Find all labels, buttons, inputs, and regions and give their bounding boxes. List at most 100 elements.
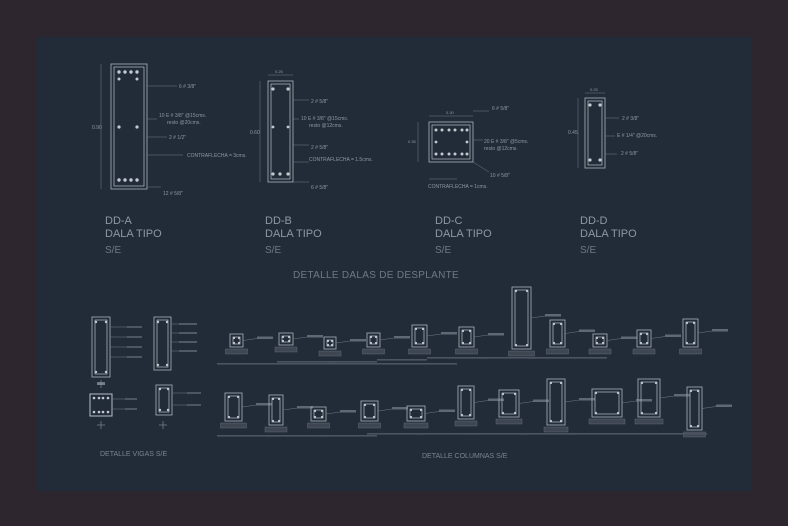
columnas-caption: DETALLE COLUMNAS S/E (422, 453, 508, 460)
vigas-caption: DETALLE VIGAS S/E (100, 451, 168, 458)
note-text (488, 333, 504, 336)
leader-line (606, 338, 622, 341)
rebar-dot (104, 370, 108, 374)
dala-scale: S/E (265, 245, 281, 256)
rebar-dot (92, 410, 96, 414)
grade-line (277, 361, 337, 363)
leader-line (472, 161, 490, 173)
footing (454, 420, 478, 427)
rebar-dot (374, 335, 378, 339)
dimension-text: 0.45 (568, 130, 578, 136)
rebar-dot (286, 87, 290, 91)
footing (455, 348, 478, 355)
rebar-dot (271, 125, 275, 129)
concrete-outline (428, 121, 474, 163)
rebar-dot (501, 411, 505, 415)
rebar-dot (158, 387, 162, 391)
rebar-dot (363, 403, 367, 407)
grade-line (367, 433, 427, 435)
rebar-dot (156, 363, 160, 367)
stirrup (587, 100, 603, 166)
rebar-dot (117, 70, 121, 74)
rebar-label: CONTRAFLECHA = 1cms. (428, 184, 488, 190)
rebar-label: 10 E # 3/8" @15cms. (301, 116, 348, 122)
rebar-dot (465, 140, 469, 144)
grade-line (567, 433, 627, 435)
leader-line (473, 334, 489, 338)
footing (274, 346, 298, 353)
detalle-columnas (217, 286, 732, 438)
rebar-dot (598, 103, 602, 107)
rebar-label: 2 # 5/8" (311, 99, 328, 105)
dimension-text: 0.35 (408, 139, 417, 144)
column-detail (508, 286, 561, 357)
rebar-dot (129, 70, 133, 74)
cad-drawing: 0.906 # 3/8"10 E # 3/8" @15cms.resto @20… (89, 63, 732, 460)
footing (225, 348, 248, 355)
dala-title-dd-d: DD-D DALA TIPO S/E (580, 215, 637, 256)
rebar-dot (165, 363, 169, 367)
rebar-dot (468, 413, 472, 417)
rebar-dot (166, 387, 170, 391)
grade-line (467, 433, 527, 435)
note-text (439, 409, 455, 412)
rebar-dot (227, 395, 231, 399)
rebar-dot (594, 411, 598, 415)
column-detail (543, 378, 595, 433)
rebar-dot (326, 343, 330, 347)
rebar-dot (135, 178, 139, 182)
footing (307, 422, 330, 429)
column-detail (403, 405, 455, 429)
stirrup (369, 335, 378, 345)
concrete-outline (267, 80, 294, 183)
leader-line (292, 336, 308, 340)
rebar-dot (595, 341, 599, 345)
concrete-outline (592, 333, 608, 348)
rebar-dot (135, 70, 139, 74)
footing (632, 348, 656, 355)
rebar-dot (640, 411, 644, 415)
rebar-dot (106, 396, 110, 400)
stirrup (409, 408, 423, 419)
leader-line (242, 338, 258, 341)
stirrup (594, 391, 620, 415)
column-detail (546, 319, 595, 355)
concrete-outline (549, 319, 566, 348)
dala-code: DD-C (435, 215, 463, 227)
dala-type: DALA TIPO (105, 228, 162, 240)
column-detail (588, 333, 637, 355)
dala-type: DALA TIPO (435, 228, 492, 240)
section-title: DETALLE DALAS DE DESPLANTE (293, 270, 459, 281)
rebar-dot (447, 152, 451, 156)
stirrup (270, 83, 291, 180)
column-detail (220, 392, 272, 429)
rebar-dot (237, 341, 241, 345)
leader-line (659, 395, 675, 399)
rebar-dot (465, 152, 469, 156)
rebar-dot (654, 381, 658, 385)
rebar-dot (135, 77, 139, 81)
stirrup (640, 381, 658, 415)
rebar-dot (640, 381, 644, 385)
stirrup (431, 124, 471, 160)
rebar-dot (559, 381, 563, 385)
grade-line (267, 435, 327, 437)
stirrup (595, 336, 605, 345)
dala-code: DD-D (580, 215, 608, 227)
rebar-dot (639, 341, 643, 345)
footing (588, 348, 612, 355)
rebar-dot (468, 388, 472, 392)
rebar-dot (468, 341, 472, 345)
rebar-dot (369, 341, 373, 345)
rebar-dot (320, 409, 324, 413)
rebar-dot (372, 415, 376, 419)
rebar-label: E # 1/4" @20cms. (617, 133, 657, 139)
rebar-dot (440, 128, 444, 132)
rebar-dot (363, 415, 367, 419)
note-text (674, 394, 690, 397)
concrete-outline (268, 394, 284, 426)
rebar-dot (552, 322, 556, 326)
note-text (441, 332, 457, 335)
stirrup (94, 319, 108, 375)
stirrup (281, 335, 291, 343)
